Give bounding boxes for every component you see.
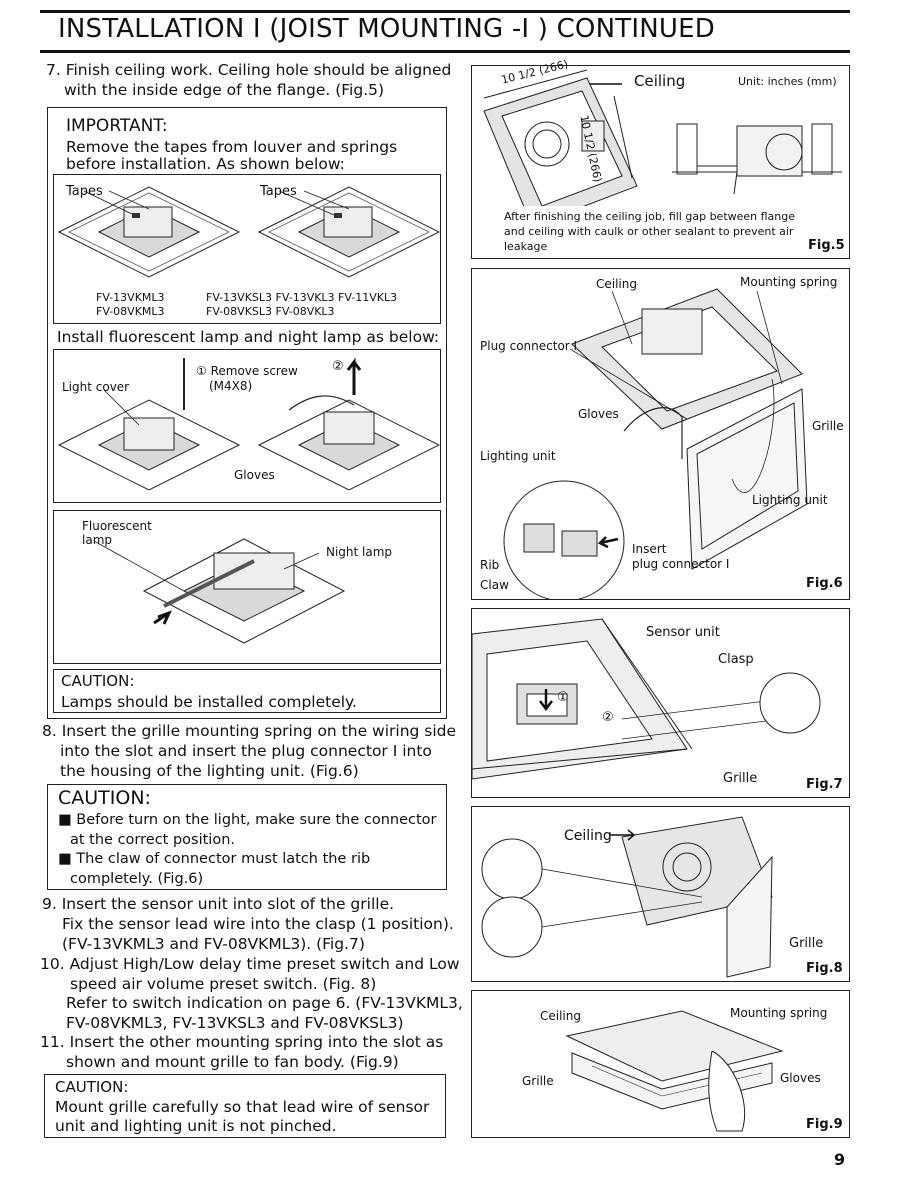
fig5-caption-3: leakage xyxy=(504,240,548,253)
gloves-label: Gloves xyxy=(234,468,275,482)
figure-5-illustration xyxy=(483,69,842,206)
step-9-line-2: Fix the sensor lead wire into the clasp … xyxy=(62,915,454,933)
lamp-figure-box: Fluorescent lamp Night lamp xyxy=(53,510,441,664)
important-title: IMPORTANT: xyxy=(66,116,168,136)
tapes-figure-box: Tapes Tapes FV-13VKML3 FV-08VKML3 FV-13V… xyxy=(53,174,441,324)
connector-caution-bullet-1b: at the correct position. xyxy=(70,832,236,848)
tapes-illustration xyxy=(57,186,440,278)
step-7-line-1: 7. Finish ceiling work. Ceiling hole sho… xyxy=(46,61,452,79)
fig5-label: Fig.5 xyxy=(808,238,845,253)
tapes-label-left: Tapes xyxy=(66,184,103,199)
fig6-insert-label-2: plug connector I xyxy=(632,557,730,571)
light-cover-figure-box: Light cover ① Remove screw (M4X8) ② Glov… xyxy=(53,349,441,503)
fig8-grille-label: Grille xyxy=(789,936,824,951)
fig7-sensor-unit-label: Sensor unit xyxy=(646,625,720,640)
step-9-line-1: 9. Insert the sensor unit into slot of t… xyxy=(42,895,395,913)
step-11-line-2: shown and mount grille to fan body. (Fig… xyxy=(66,1053,399,1071)
fig9-grille-label: Grille xyxy=(522,1074,554,1088)
fig9-ceiling-label: Ceiling xyxy=(540,1009,581,1023)
lamp-illustration xyxy=(93,538,346,644)
light-cover-label: Light cover xyxy=(62,380,130,394)
figure-8: Ceiling Grille Fig.8 xyxy=(471,806,850,982)
fig5-unit-label: Unit: inches (mm) xyxy=(738,75,837,88)
remove-screw-label: ① Remove screw xyxy=(196,364,298,378)
fig8-ceiling-label: Ceiling xyxy=(564,828,612,844)
fig6-mounting-spring-label: Mounting spring xyxy=(740,275,838,289)
header-rule-top xyxy=(40,10,850,13)
fig6-grille-label: Grille xyxy=(812,419,844,433)
figure-6-illustration xyxy=(503,288,808,599)
fluorescent-label-1: Fluorescent xyxy=(82,519,152,533)
connector-caution-box: CAUTION: ■ Before turn on the light, mak… xyxy=(47,784,447,890)
lamp-caution-title: CAUTION: xyxy=(61,672,135,690)
lamp-caution-box: CAUTION: Lamps should be installed compl… xyxy=(53,669,441,713)
fig6-gloves-label: Gloves xyxy=(578,407,619,421)
fig7-grille-label: Grille xyxy=(723,771,758,786)
fig6-rib-label: Rib xyxy=(480,558,500,572)
connector-caution-bullet-2b: completely. (Fig.6) xyxy=(70,871,204,887)
connector-caution-bullet-2: ■ The claw of connector must latch the r… xyxy=(58,851,371,867)
step-10-line-1: 10. Adjust High/Low delay time preset sw… xyxy=(40,955,460,973)
models-left-1: FV-13VKML3 xyxy=(96,291,165,304)
figure-9-illustration xyxy=(565,1010,784,1132)
connector-caution-bullet-1: ■ Before turn on the light, make sure th… xyxy=(58,812,437,828)
night-lamp-label: Night lamp xyxy=(326,545,393,559)
fig6-lighting-unit-right-label: Lighting unit xyxy=(752,493,828,507)
light-cover-illustration xyxy=(57,357,440,491)
step-8-line-2: into the slot and insert the plug connec… xyxy=(60,742,432,760)
page-number: 9 xyxy=(834,1150,846,1169)
figure-7: Sensor unit Clasp ① ② Grille Fig.7 xyxy=(471,608,850,798)
figure-8-illustration xyxy=(481,816,773,978)
step-11-line-1: 11. Insert the other mounting spring int… xyxy=(40,1033,444,1051)
fig7-step-1-marker: ① xyxy=(557,690,569,705)
fig8-label: Fig.8 xyxy=(806,961,843,976)
models-right-1: FV-13VKSL3 FV-13VKL3 FV-11VKL3 xyxy=(206,291,398,304)
models-left-2: FV-08VKML3 xyxy=(96,305,165,318)
step-10-line-3: Refer to switch indication on page 6. (F… xyxy=(66,994,463,1012)
figure-6: Ceiling Mounting spring Plug connector I… xyxy=(471,268,850,600)
fluorescent-label-2: lamp xyxy=(82,533,112,547)
fig7-label: Fig.7 xyxy=(806,777,843,792)
figure-7-illustration xyxy=(472,618,821,780)
header-rule-bottom xyxy=(40,50,850,53)
grille-caution-text-2: unit and lighting unit is not pinched. xyxy=(55,1117,337,1135)
figure-9: Ceiling Mounting spring Grille Gloves Fi… xyxy=(471,990,850,1138)
step-10-line-2: speed air volume preset switch. (Fig. 8) xyxy=(70,975,377,993)
fig6-label: Fig.6 xyxy=(806,576,843,591)
fig9-label: Fig.9 xyxy=(806,1117,843,1132)
grille-caution-box: CAUTION: Mount grille carefully so that … xyxy=(44,1074,446,1138)
step-8-line-3: the housing of the lighting unit. (Fig.6… xyxy=(60,762,359,780)
fig6-ceiling-label: Ceiling xyxy=(596,277,637,291)
important-box: IMPORTANT: Remove the tapes from louver … xyxy=(47,107,447,719)
step-10-line-4: FV-08VKML3, FV-13VKSL3 and FV-08VKSL3) xyxy=(66,1014,404,1032)
grille-caution-title: CAUTION: xyxy=(55,1078,129,1096)
lamp-heading: Install fluorescent lamp and night lamp … xyxy=(57,328,440,346)
fig7-clasp-label: Clasp xyxy=(718,652,754,667)
fig9-mounting-spring-label: Mounting spring xyxy=(730,1006,828,1020)
step-8-line-1: 8. Insert the grille mounting spring on … xyxy=(42,722,457,740)
lamp-caution-text: Lamps should be installed completely. xyxy=(61,693,357,711)
step-7-line-2: with the inside edge of the flange. (Fig… xyxy=(64,81,385,99)
fig6-lighting-unit-left-label: Lighting unit xyxy=(480,449,556,463)
fig5-caption-1: After finishing the ceiling job, fill ga… xyxy=(504,210,796,223)
screw-size-label: (M4X8) xyxy=(209,379,253,393)
grille-caution-text-1: Mount grille carefully so that lead wire… xyxy=(55,1098,430,1116)
tapes-label-right: Tapes xyxy=(260,184,297,199)
fig7-step-2-marker: ② xyxy=(602,710,614,725)
step-2-marker: ② xyxy=(332,359,344,374)
page-title: INSTALLATION I (JOIST MOUNTING -I ) CONT… xyxy=(58,14,715,44)
fig6-insert-label-1: Insert xyxy=(632,542,667,556)
fig6-claw-label: Claw xyxy=(480,578,509,592)
fig6-plug-connector-label: Plug connector I xyxy=(480,339,578,353)
models-right-2: FV-08VKSL3 FV-08VKL3 xyxy=(206,305,335,318)
fig9-gloves-label: Gloves xyxy=(780,1071,821,1085)
fig5-caption-2: and ceiling with caulk or other sealant … xyxy=(504,225,794,238)
figure-5: 10 1/2 (266) 10 1/2 (266) Ceiling Unit: … xyxy=(471,57,850,259)
important-text-2: before installation. As shown below: xyxy=(66,155,345,173)
fig5-ceiling-label: Ceiling xyxy=(634,72,686,90)
step-9-line-3: (FV-13VKML3 and FV-08VKML3). (Fig.7) xyxy=(62,935,365,953)
connector-caution-title: CAUTION: xyxy=(58,787,151,809)
important-text-1: Remove the tapes from louver and springs xyxy=(66,138,398,156)
